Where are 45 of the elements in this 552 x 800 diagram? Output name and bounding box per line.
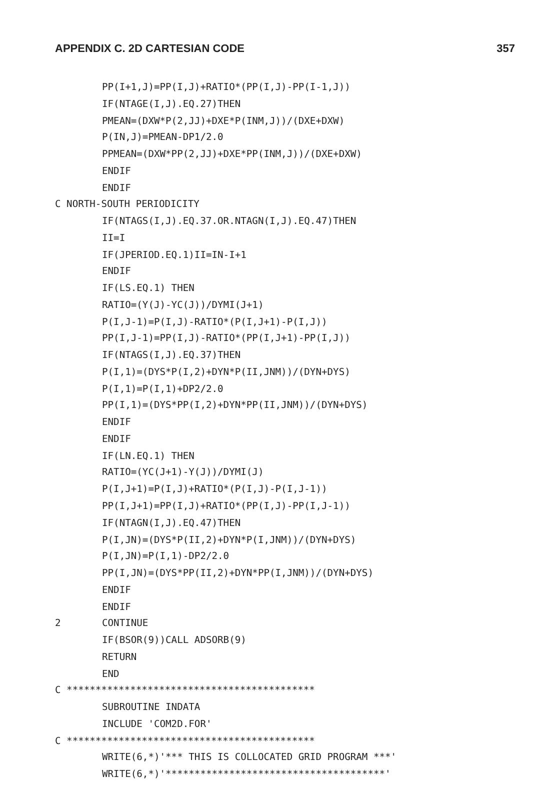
code-line: IF(NTAGS(I,J).EQ.37)THEN bbox=[102, 350, 241, 362]
code-line: IF(BSOR(9))CALL ADSORB(9) bbox=[102, 635, 246, 648]
code-line: P(I,J-1)=P(I,J)-RATIO*(P(I,J+1)-P(I,J)) bbox=[102, 316, 328, 329]
code-line: P(I,1)=P(I,1)+DP2/2.0 bbox=[102, 384, 224, 396]
code-line: ENDIF bbox=[102, 434, 131, 446]
code-line: P(I,JN)=P(I,1)-DP2/2.0 bbox=[102, 551, 230, 564]
code-line: SUBROUTINE INDATA bbox=[102, 702, 200, 714]
comment-line: C NORTH-SOUTH PERIODICITY bbox=[55, 199, 200, 212]
code-line: IF(NTAGS(I,J).EQ.37.OR.NTAGN(I,J).EQ.47)THEN bbox=[102, 216, 356, 228]
code-line: PMEAN=(DXW*P(2,JJ)+DXE*P(INM,J))/(DXE+DXW) bbox=[102, 116, 345, 128]
code-line: P(IN,J)=PMEAN-DP1/2.0 bbox=[102, 132, 224, 144]
page-number: 357 bbox=[496, 43, 515, 55]
code-line: RATIO=(YC(J+1)-Y(J))/DYMI(J) bbox=[102, 467, 264, 480]
code-line: IF(LS.EQ.1) THEN bbox=[102, 283, 194, 296]
code-line: PP(I,1)=(DYS*PP(I,2)+DYN*PP(II,JNM))/(DYN+DYS) bbox=[102, 400, 368, 412]
running-header: APPENDIX C. 2D CARTESIAN CODE bbox=[55, 43, 244, 55]
code-line: PP(I,J-1)=PP(I,J)-RATIO*(PP(I,J+1)-PP(I,J)) bbox=[102, 333, 350, 346]
code-line: INCLUDE 'COM2D.FOR' bbox=[102, 718, 212, 731]
statement-label: 2 bbox=[55, 618, 61, 630]
code-line: WRITE(6,*)'**************************************' bbox=[102, 769, 391, 782]
comment-line: C ******************************************* bbox=[55, 736, 315, 748]
code-line: CONTINUE bbox=[102, 618, 148, 630]
code-line: WRITE(6,*)'*** THIS IS COLLOCATED GRID PROGRAM ***' bbox=[102, 752, 397, 764]
code-line: PP(I,JN)=(DYS*PP(II,2)+DYN*PP(I,JNM))/(DYN+DYS) bbox=[102, 568, 374, 580]
code-line: ENDIF bbox=[102, 602, 131, 614]
code-line: ENDIF bbox=[102, 266, 131, 278]
code-line: P(I,J+1)=P(I,J)+RATIO*(P(I,J)-P(I,J-1)) bbox=[102, 484, 328, 496]
code-line: RETURN bbox=[102, 652, 137, 664]
comment-line: C ******************************************* bbox=[55, 685, 315, 698]
code-line: END bbox=[102, 668, 120, 681]
code-line: P(I,JN)=(DYS*P(II,2)+DYN*P(I,JNM))/(DYN+DYS) bbox=[102, 534, 356, 547]
code-line: IF(JPERIOD.EQ.1)II=IN-I+1 bbox=[102, 250, 246, 262]
code-line: P(I,1)=(DYS*P(I,2)+DYN*P(II,JNM))/(DYN+DYS) bbox=[102, 366, 350, 379]
code-line: RATIO=(Y(J)-YC(J))/DYMI(J+1) bbox=[102, 300, 264, 312]
code-line: PP(I,J+1)=PP(I,J)+RATIO*(PP(I,J)-PP(I,J-1)) bbox=[102, 501, 350, 513]
code-line: IF(NTAGE(I,J).EQ.27)THEN bbox=[102, 98, 241, 111]
code-line: ENDIF bbox=[102, 166, 131, 178]
code-line: IF(LN.EQ.1) THEN bbox=[102, 450, 194, 463]
code-line: IF(NTAGN(I,J).EQ.47)THEN bbox=[102, 518, 241, 530]
code-line: ENDIF bbox=[102, 584, 131, 597]
code-line: PPMEAN=(DXW*PP(2,JJ)+DXE*PP(INM,J))/(DXE+DXW) bbox=[102, 149, 362, 162]
code-line: ENDIF bbox=[102, 417, 131, 430]
code-line: II=I bbox=[102, 232, 126, 245]
code-line: PP(I+1,J)=PP(I,J)+RATIO*(PP(I,J)-PP(I-1,J)) bbox=[102, 82, 350, 94]
code-line: ENDIF bbox=[102, 182, 131, 195]
